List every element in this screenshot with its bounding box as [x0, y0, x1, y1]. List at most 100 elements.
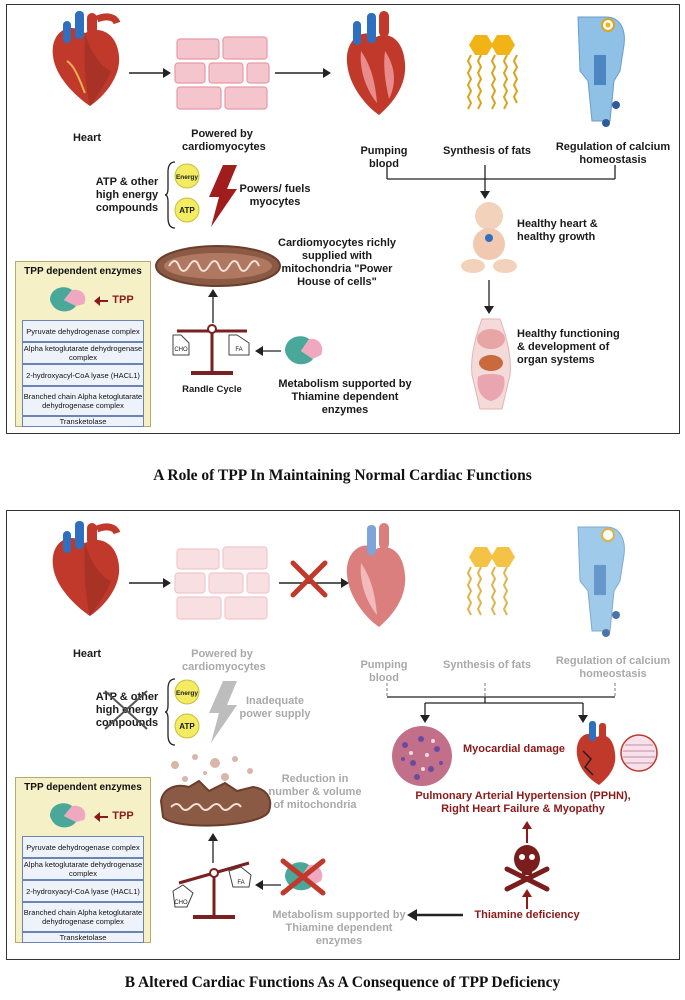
thiamine-deficiency-label: Thiamine deficiency — [474, 909, 580, 921]
panel-b: Heart Powered by cardiomyocytes Pumping … — [6, 510, 680, 960]
arrow-up-icon — [522, 889, 532, 909]
brace-icon — [164, 678, 176, 746]
tpp-box-title: TPP dependent enzymes — [24, 266, 142, 277]
energy-circle-icon — [174, 679, 200, 705]
faded-lightning-icon — [209, 681, 237, 743]
healthy-heart-label: Healthy heart & healthy growth — [517, 218, 598, 243]
split-connector — [420, 702, 588, 723]
arrow-up-icon — [522, 821, 532, 843]
pphn-label: Pulmonary Arterial Hypertension (PPHN), … — [415, 790, 631, 815]
arrow-left-icon — [255, 880, 281, 890]
failing-heart-icon — [576, 721, 616, 785]
tpp-enzyme-icon — [50, 287, 86, 312]
atp-compounds-label: ATP & other high energy compounds — [95, 176, 159, 214]
pumping-heart-icon — [346, 11, 406, 115]
arrow-right-icon — [129, 578, 171, 588]
enzyme-item: Branched chain Alpha ketoglutarate dehyd… — [22, 386, 144, 416]
healthy-organs-label: Healthy functioning & development of org… — [517, 328, 620, 366]
enzyme-item: Transketolase — [22, 416, 144, 427]
cho-label: CHO — [174, 900, 188, 906]
randle-cycle-label: Randle Cycle — [182, 384, 242, 395]
arrow-right-icon — [275, 68, 331, 78]
powered-by-label: Powered by cardiomyocytes — [182, 128, 266, 153]
heart-icon — [52, 11, 121, 107]
calcium-channel-icon — [577, 526, 625, 637]
organ-systems-icon — [471, 318, 511, 410]
enzyme-item: Alpha ketoglutarate dehydrogenase comple… — [22, 342, 144, 364]
arrow-right-icon — [129, 68, 171, 78]
caption-b: B Altered Cardiac Functions As A Consequ… — [124, 974, 561, 991]
enzyme-item: Transketolase — [22, 932, 144, 943]
fa-label: FA — [237, 880, 245, 886]
tpp-label: TPP — [112, 294, 134, 306]
arrow-up-icon — [208, 289, 218, 323]
atp-label: ATP — [179, 722, 195, 731]
fat-molecule-icon — [466, 547, 515, 616]
cardiomyocytes-icon — [174, 546, 270, 620]
pumping-blood-label: Pumping blood — [360, 145, 408, 170]
heart-label: Heart — [72, 648, 102, 660]
regulation-label: Regulation of calcium homeostasis — [555, 141, 671, 166]
energy-circle-icon — [174, 163, 200, 189]
enzyme-item: Alpha ketoglutarate dehydrogenase comple… — [22, 858, 144, 880]
arrow-left-icon — [94, 296, 108, 306]
mitochondria-label: Cardiomyocytes richly supplied with mito… — [278, 237, 396, 288]
myocardial-damage-label: Myocardial damage — [462, 743, 566, 755]
powered-by-label: Powered by cardiomyocytes — [182, 648, 266, 673]
enzyme-item: Pyruvate dehydrogenase complex — [22, 320, 144, 342]
caption-a: A Role of TPP In Maintaining Normal Card… — [153, 467, 532, 484]
atp-circle-icon — [174, 713, 200, 739]
cross-icon — [290, 560, 328, 598]
pumping-heart-icon — [346, 523, 406, 627]
mitochondria-reduction-label: Reduction in number & volume of mitochon… — [268, 773, 362, 811]
heart-icon — [52, 521, 121, 616]
enzyme-icon — [285, 336, 323, 365]
powers-fuels-label: Powers/ fuels myocytes — [239, 183, 311, 208]
broken-mitochondria-icon — [159, 754, 272, 827]
cardiomyocytes-icon — [174, 36, 270, 110]
energy-label: Energy — [175, 690, 199, 697]
lightning-bolt-icon — [209, 165, 237, 227]
converge-connector — [386, 683, 616, 703]
metabolism-label: Metabolism supported by Thiamine depende… — [278, 378, 412, 416]
skull-crossbones-icon — [504, 845, 550, 892]
blocked-enzyme-icon — [280, 858, 326, 896]
damaged-tissue-icon — [392, 726, 452, 786]
atp-label: ATP — [179, 206, 195, 215]
fat-molecule-icon — [466, 35, 519, 110]
metabolism-label: Metabolism supported by Thiamine depende… — [272, 909, 406, 947]
calcium-channel-icon — [577, 16, 625, 127]
cross-icon — [104, 690, 148, 730]
arrow-left-icon — [255, 346, 281, 356]
arrow-up-icon — [208, 833, 218, 863]
baby-icon — [461, 202, 517, 273]
synthesis-fats-label: Synthesis of fats — [442, 659, 532, 671]
tpp-enzymes-box: TPP dependent enzymes TPP Pyruvate dehyd… — [15, 261, 151, 427]
tpp-box-title: TPP dependent enzymes — [24, 782, 142, 793]
tilted-scale-icon — [172, 861, 252, 919]
tissue-histology-icon — [620, 734, 658, 772]
regulation-label: Regulation of calcium homeostasis — [555, 655, 671, 680]
mitochondria-icon — [155, 245, 281, 287]
synthesis-fats-label: Synthesis of fats — [442, 145, 532, 157]
enzyme-item: Branched chain Alpha ketoglutarate dehyd… — [22, 902, 144, 932]
cho-label: CHO — [174, 347, 188, 353]
arrow-down-icon — [484, 280, 494, 314]
randle-scale-icon — [172, 324, 250, 375]
tpp-enzyme-icon — [50, 803, 86, 828]
enzyme-item: 2-hydroxyacyl-CoA lyase (HACL1) — [22, 364, 144, 386]
arrow-left-icon — [94, 812, 108, 822]
pumping-blood-label: Pumping blood — [360, 659, 408, 684]
tpp-enzymes-box: TPP dependent enzymes TPP Pyruvate dehyd… — [15, 777, 151, 943]
brace-icon — [164, 161, 176, 229]
heart-label: Heart — [72, 132, 102, 144]
tpp-label: TPP — [112, 810, 134, 822]
enzyme-item: 2-hydroxyacyl-CoA lyase (HACL1) — [22, 880, 144, 902]
enzyme-item: Pyruvate dehydrogenase complex — [22, 836, 144, 858]
panel-a: Heart Powered by cardiomyocytes Pumping … — [6, 4, 680, 434]
energy-label: Energy — [175, 174, 199, 181]
converge-connector — [386, 165, 616, 199]
atp-circle-icon — [174, 197, 200, 223]
arrow-left-icon — [407, 909, 463, 921]
inadequate-power-label: Inadequate power supply — [239, 695, 311, 720]
